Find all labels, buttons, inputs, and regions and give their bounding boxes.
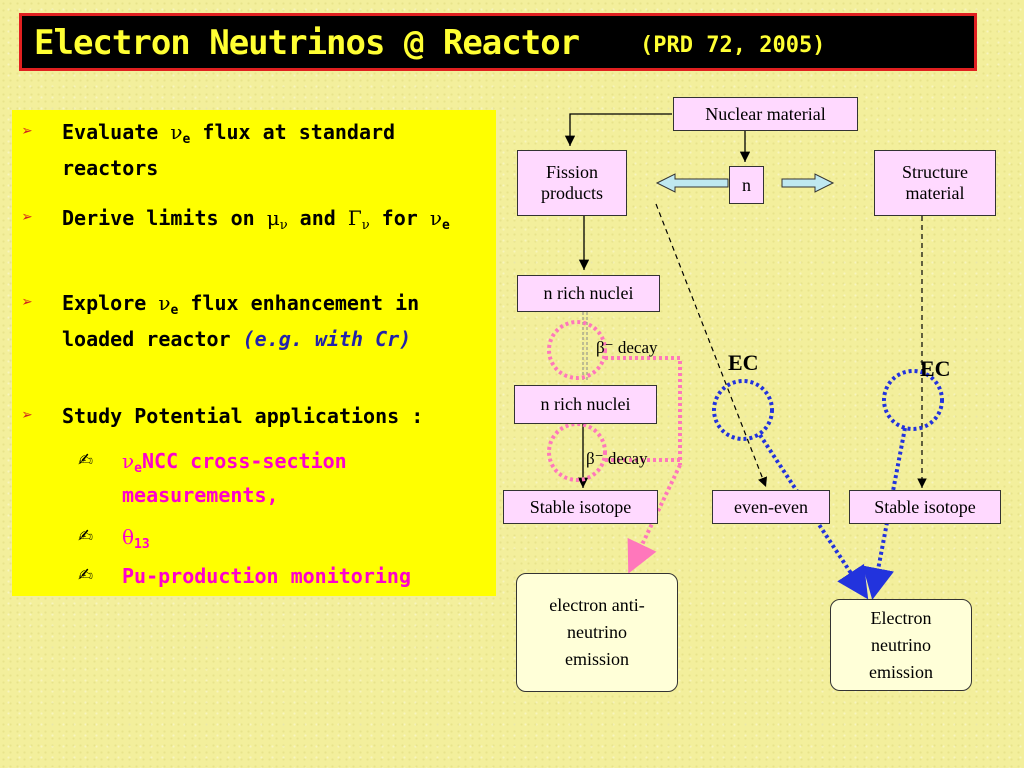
bullet-marker-icon: ➢	[22, 207, 33, 228]
ec-circle-right	[882, 369, 944, 431]
connector-fission-to-eveneven	[655, 203, 767, 488]
node-n-rich-nuclei-1: n rich nuclei	[517, 275, 660, 312]
node-neutrino-emission: Electron neutrino emission	[830, 599, 972, 691]
slide-title: Electron Neutrinos @ Reactor	[34, 23, 580, 63]
label-ec-left: EC	[728, 350, 759, 375]
writing-hand-icon: ✍	[78, 526, 94, 547]
title-bar: Electron Neutrinos @ Reactor (PRD 72, 20…	[19, 13, 977, 71]
writing-hand-icon: ✍	[78, 565, 94, 586]
label-beta-decay-2: β⁻ decay	[586, 449, 648, 468]
node-stable-isotope-right: Stable isotope	[849, 490, 1001, 524]
label-ec-right: EC	[920, 356, 951, 381]
slide-reference: (PRD 72, 2005)	[640, 33, 826, 58]
node-n: n	[729, 166, 764, 204]
node-structure-material: Structure material	[874, 150, 996, 216]
bullet-marker-icon: ➢	[22, 292, 33, 313]
beta-circle-2	[547, 422, 607, 482]
ec-circle-left	[712, 379, 774, 441]
arrow-n-to-structure	[781, 173, 835, 193]
node-even-even: even-even	[712, 490, 830, 524]
bullet-marker-icon: ➢	[22, 405, 33, 426]
writing-hand-icon: ✍	[78, 450, 94, 471]
connector-nuclear-to-fission	[564, 113, 672, 146]
label-beta-decay-1: β⁻ decay	[596, 338, 658, 357]
arrow-n-to-fission	[655, 173, 729, 193]
node-n-rich-nuclei-2: n rich nuclei	[514, 385, 657, 424]
node-fission-products: Fission products	[517, 150, 627, 216]
node-antineutrino-emission: electron anti-neutrino emission	[516, 573, 678, 692]
beta-circle-1	[547, 320, 607, 380]
bullet-marker-icon: ➢	[22, 121, 33, 142]
bullet-panel: ➢ Evaluate νe flux at standard reactors …	[12, 110, 496, 596]
node-stable-isotope-left: Stable isotope	[503, 490, 658, 524]
connector-beta-to-antineutrino	[627, 464, 682, 574]
node-nuclear-material: Nuclear material	[673, 97, 858, 131]
